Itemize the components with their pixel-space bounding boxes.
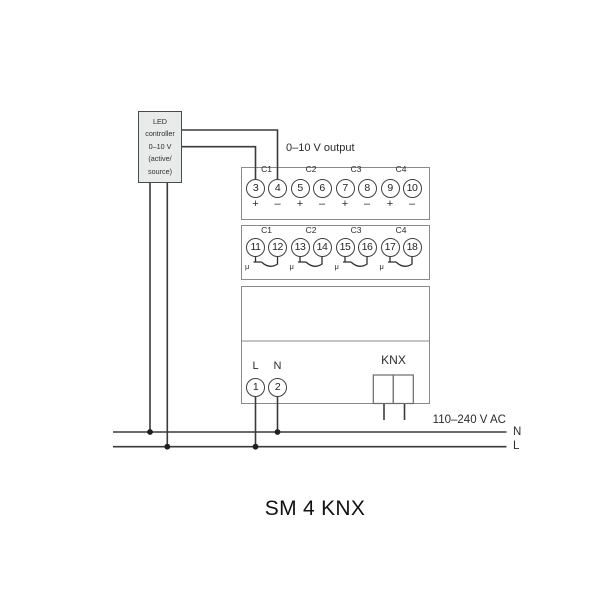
channel-label-switch-c2: C2 [305, 224, 317, 235]
terminal-5: 5 [290, 178, 310, 198]
terminal-7: 7 [335, 178, 355, 198]
terminal-9: 9 [380, 178, 400, 198]
junction-dot [164, 443, 171, 450]
knx-label: KNX [381, 353, 406, 367]
polarity-minus: – [408, 197, 416, 210]
terminal-14: 14 [312, 237, 332, 257]
terminal-label-N: N [273, 359, 282, 372]
terminal-3: 3 [246, 178, 265, 198]
led-controller-text-line: 0–10 V [148, 141, 172, 151]
terminal-8: 8 [357, 178, 377, 198]
channel-label-switch-c1: C1 [261, 224, 272, 235]
led-controller-text-line: source) [148, 166, 172, 176]
terminal-1: 1 [246, 377, 265, 397]
channel-label-switch-c3: C3 [350, 224, 362, 235]
led-controller-text-line: (active/ [148, 154, 172, 164]
terminal-label-L: L [252, 359, 259, 372]
power-rating-label: 110–240 V AC [432, 414, 506, 426]
polarity-plus: + [296, 197, 304, 210]
junction-dot [274, 429, 281, 435]
polarity-minus: – [318, 197, 326, 210]
channel-label-output-c1: C1 [261, 163, 272, 174]
output-voltage-label: 0–10 V output [286, 142, 355, 154]
terminal-12: 12 [268, 237, 287, 257]
polarity-plus: + [386, 197, 394, 210]
channel-label-output-c4: C4 [395, 163, 407, 174]
terminal-18: 18 [402, 237, 422, 257]
terminal-15: 15 [335, 237, 355, 257]
led-controller-text-line: LED [153, 117, 167, 126]
led-controller-box: LED controller 0–10 V (active/ source) [138, 111, 182, 183]
junction-dot [252, 443, 259, 450]
bus-label-neutral: N [513, 425, 522, 438]
terminal-4: 4 [268, 178, 287, 198]
polarity-minus: – [363, 197, 371, 210]
polarity-minus: – [274, 197, 281, 210]
led-controller-text-line: controller [145, 129, 175, 139]
terminal-10: 10 [402, 178, 422, 198]
diagram-title: SM 4 KNX [264, 497, 366, 520]
terminal-6: 6 [312, 178, 332, 198]
junction-dot [147, 429, 153, 435]
channel-label-switch-c4: C4 [395, 224, 407, 235]
terminal-11: 11 [246, 237, 265, 257]
polarity-plus: + [252, 197, 259, 210]
channel-label-output-c3: C3 [350, 163, 362, 174]
terminal-13: 13 [290, 237, 310, 257]
bus-label-line: L [513, 440, 520, 452]
terminal-2: 2 [268, 377, 287, 397]
channel-label-output-c2: C2 [305, 163, 317, 174]
terminal-16: 16 [357, 237, 377, 257]
terminal-17: 17 [380, 237, 400, 257]
polarity-plus: + [341, 197, 349, 210]
